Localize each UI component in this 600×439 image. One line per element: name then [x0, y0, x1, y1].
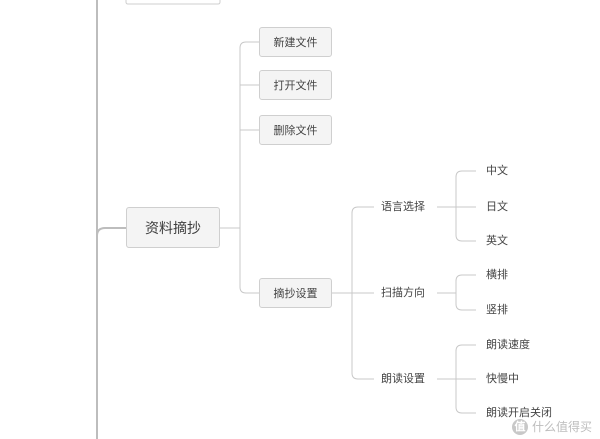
watermark-logo-icon: 值: [511, 418, 528, 435]
node-delete-file-label: 删除文件: [273, 124, 318, 137]
watermark: 值 什么值得买: [511, 418, 592, 435]
partial-node-edge: [125, 0, 221, 5]
node-new-file-label: 新建文件: [273, 36, 318, 49]
node-japanese[interactable]: 日文: [486, 200, 508, 214]
node-english-label: 英文: [486, 234, 508, 247]
node-scan-direction[interactable]: 扫描方向: [381, 286, 425, 300]
scan-bracket: [455, 274, 476, 311]
node-reading-speed[interactable]: 朗读速度: [486, 338, 530, 352]
node-reading-speed-label: 朗读速度: [486, 338, 530, 351]
node-chinese-label: 中文: [486, 164, 508, 177]
node-scan-direction-label: 扫描方向: [381, 286, 425, 299]
node-speed-level-label: 快慢中: [486, 372, 519, 385]
node-english[interactable]: 英文: [486, 234, 508, 248]
node-speed-level[interactable]: 快慢中: [486, 372, 519, 386]
node-delete-file[interactable]: 删除文件: [259, 115, 332, 145]
node-language-select[interactable]: 语言选择: [381, 200, 425, 214]
node-reading-settings-label: 朗读设置: [381, 372, 425, 385]
node-new-file[interactable]: 新建文件: [259, 27, 332, 57]
node-reading-settings[interactable]: 朗读设置: [381, 372, 425, 386]
node-japanese-label: 日文: [486, 200, 508, 213]
node-horizontal[interactable]: 横排: [486, 268, 508, 282]
node-open-file[interactable]: 打开文件: [259, 70, 332, 100]
watermark-text: 什么值得买: [531, 420, 592, 434]
root-node-label: 资料摘抄: [145, 220, 201, 237]
trunk-to-root-line: [96, 227, 126, 237]
node-chinese[interactable]: 中文: [486, 164, 508, 178]
node-reading-toggle[interactable]: 朗读开启关闭: [486, 406, 552, 420]
language-bracket: [455, 170, 476, 242]
node-vertical[interactable]: 竖排: [486, 303, 508, 317]
node-excerpt-settings-label: 摘抄设置: [273, 287, 318, 300]
node-excerpt-settings[interactable]: 摘抄设置: [259, 278, 332, 308]
node-open-file-label: 打开文件: [273, 79, 318, 92]
node-language-select-label: 语言选择: [381, 200, 425, 213]
node-reading-toggle-label: 朗读开启关闭: [486, 406, 552, 419]
level1-bracket: [239, 41, 259, 294]
root-node[interactable]: 资料摘抄: [126, 207, 220, 248]
node-horizontal-label: 横排: [486, 268, 508, 281]
node-vertical-label: 竖排: [486, 303, 508, 316]
